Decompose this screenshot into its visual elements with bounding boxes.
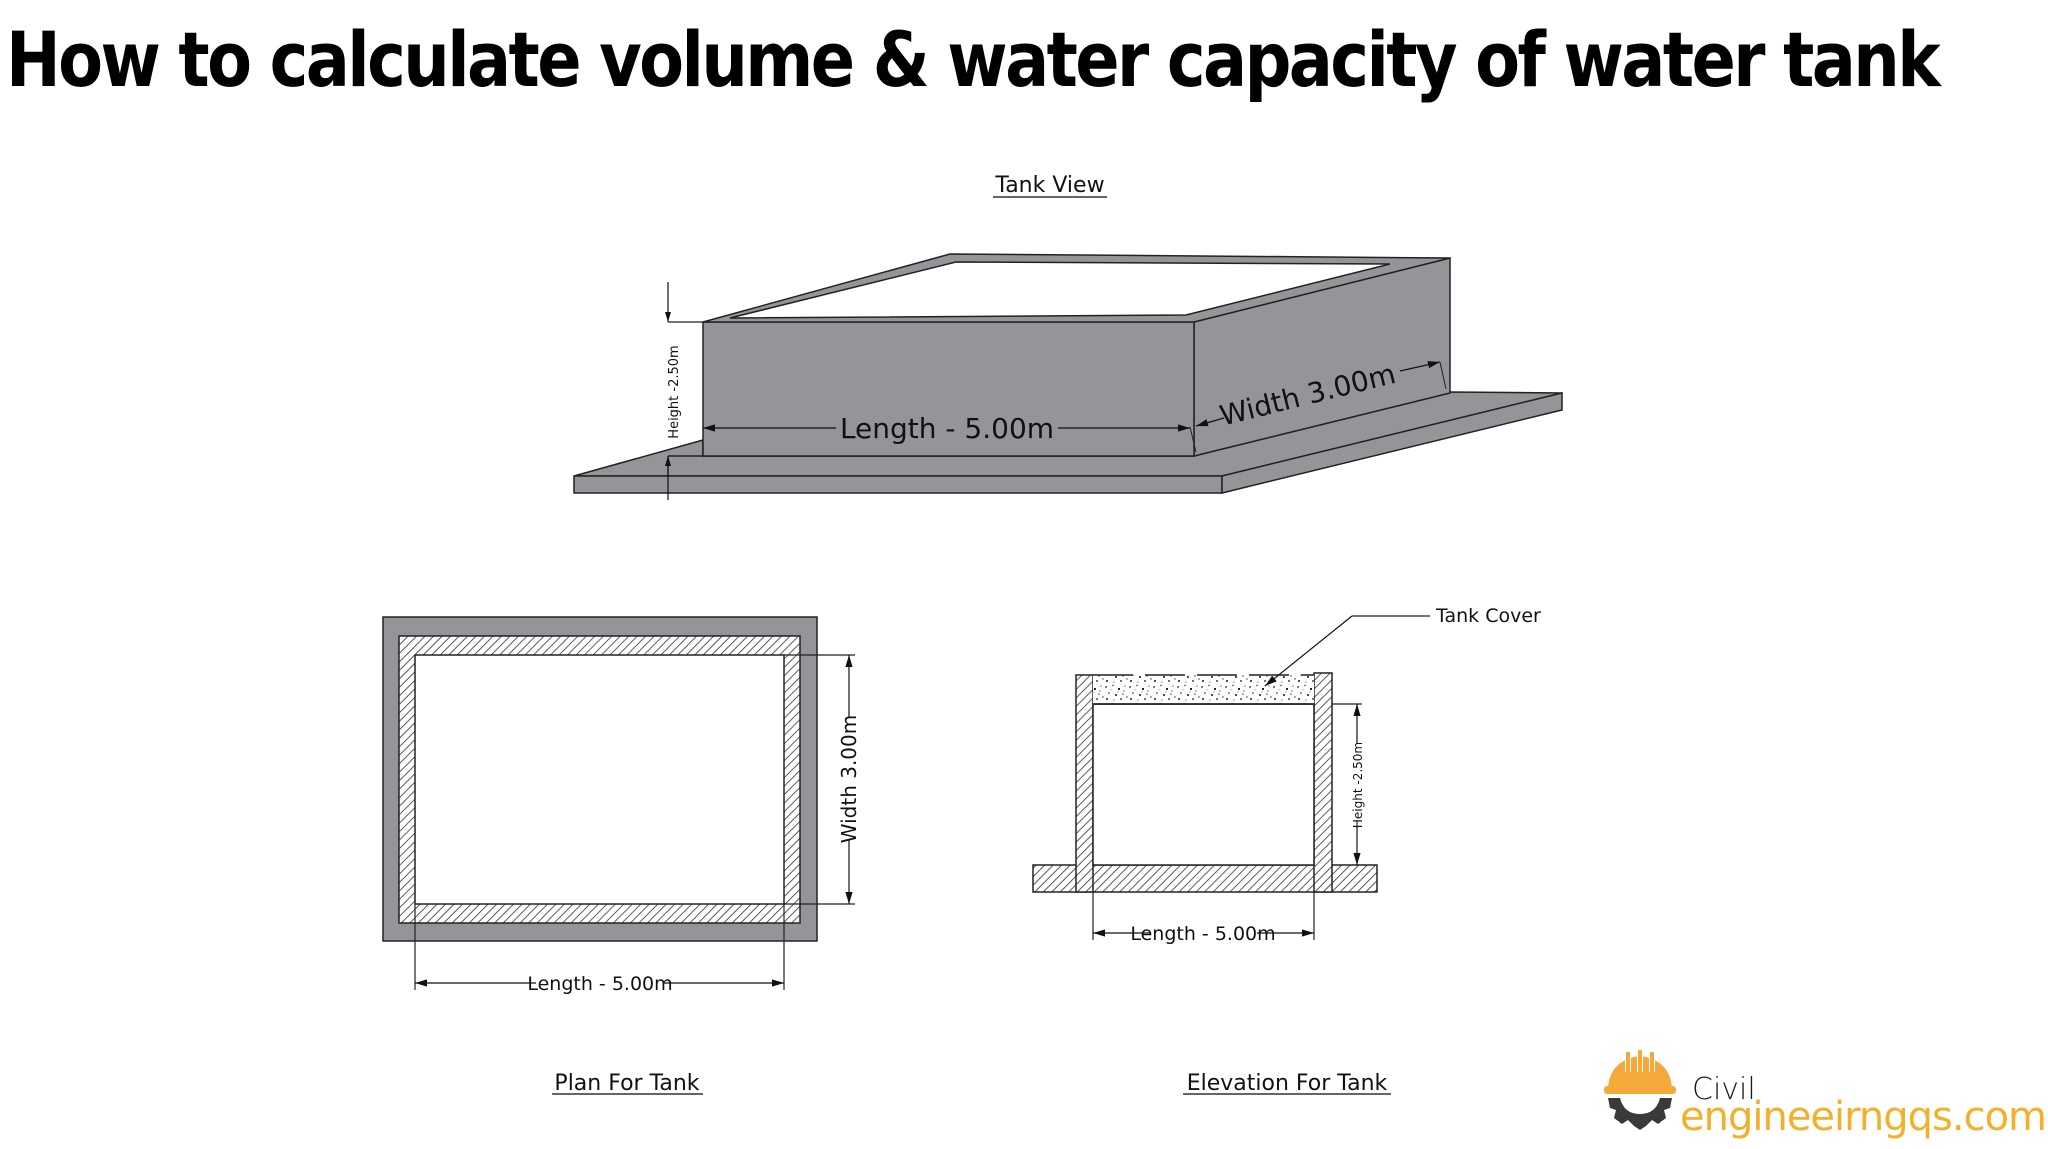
tank-opening <box>729 261 1391 319</box>
elevation-label: Elevation For Tank <box>1187 1071 1388 1096</box>
logo-domain-text: engineeirngqs.com <box>1680 1094 2047 1140</box>
brand-logo: Civil engineeirngqs.com <box>1600 1050 2047 1140</box>
tank-view-height-dimension: Height -2.50m <box>665 282 703 500</box>
svg-text:Width 3.00m: Width 3.00m <box>837 715 861 843</box>
svg-text:Height -2.50m: Height -2.50m <box>667 345 682 438</box>
plan-label: Plan For Tank <box>554 1071 699 1096</box>
elevation-view: Tank Cover Height -2.50m Length - 5.00m … <box>1032 605 1541 1096</box>
elevation-height-dimension: Height -2.50m <box>1332 703 1365 865</box>
plan-view: Width 3.00m Length - 5.00m Plan For Tank <box>382 616 861 1096</box>
tank-view: Tank View Height -2.50m Lengt <box>573 173 1563 500</box>
tank-view-label: Tank View <box>994 173 1104 198</box>
svg-text:Tank Cover: Tank Cover <box>1435 605 1541 627</box>
tank-view-length-dimension: Length - 5.00m <box>703 412 1190 445</box>
plan-length-dimension: Length - 5.00m <box>414 904 785 995</box>
elevation-left-wall <box>1075 674 1094 893</box>
svg-text:Height -2.50m: Height -2.50m <box>1351 742 1365 828</box>
elevation-right-wall <box>1313 672 1333 893</box>
elevation-inner-space <box>1092 703 1315 866</box>
logo-civil-text: Civil <box>1692 1072 1756 1107</box>
elevation-tank-cover <box>1093 675 1314 704</box>
tank-cover-callout: Tank Cover <box>1264 605 1541 687</box>
plan-inner-space <box>414 654 785 905</box>
plan-width-dimension: Width 3.00m <box>784 654 861 905</box>
tank-front-face <box>702 321 1195 457</box>
svg-text:Length - 5.00m: Length - 5.00m <box>1130 923 1275 945</box>
helmet-gear-icon <box>1604 1050 1676 1130</box>
svg-text:Length - 5.00m: Length - 5.00m <box>527 973 672 995</box>
page-title: How to calculate volume & water capacity… <box>6 15 1941 104</box>
svg-text:Length - 5.00m: Length - 5.00m <box>840 412 1054 445</box>
elevation-length-dimension: Length - 5.00m <box>1092 892 1315 945</box>
